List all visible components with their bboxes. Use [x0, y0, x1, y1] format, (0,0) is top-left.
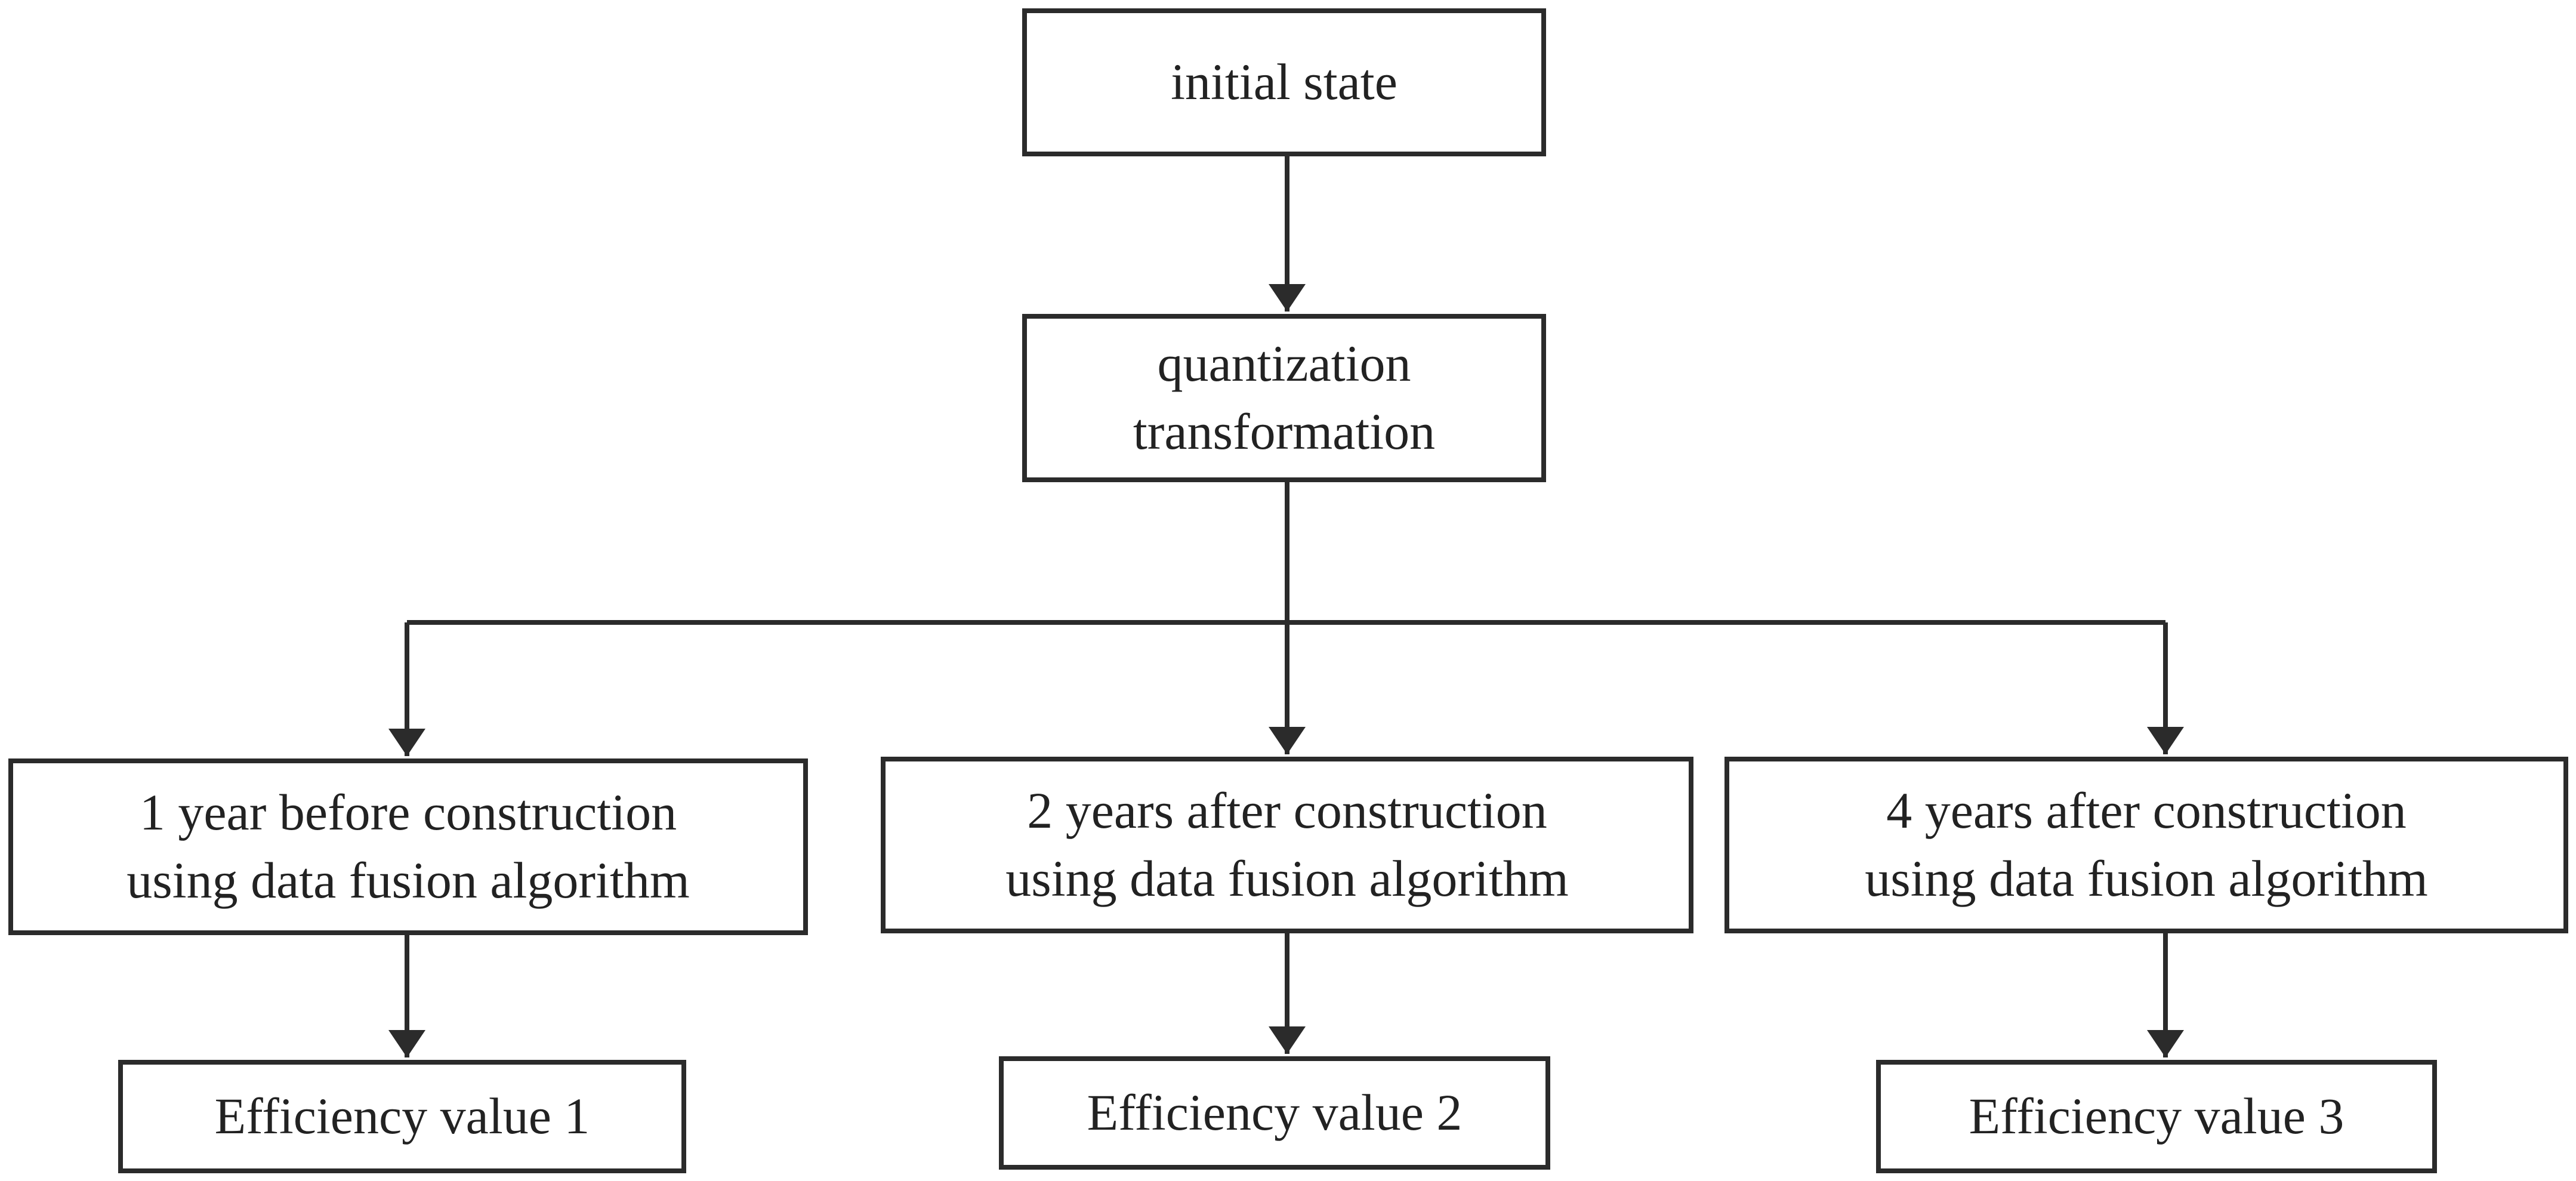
quantization-label-line-2: transformation	[1133, 403, 1436, 460]
efficiency-value-node-3: Efficiency value 3	[1876, 1060, 2437, 1173]
efficiency-value-1-label: Efficiency value 1	[214, 1087, 590, 1145]
branch-2-label-line-2: using data fusion algorithm	[1005, 850, 1569, 907]
branch-node-3: 4 years after construction using data fu…	[1724, 757, 2568, 933]
branch-3-label-line-1: 4 years after construction	[1886, 782, 2407, 840]
branch-1-label-line-2: using data fusion algorithm	[127, 852, 690, 909]
quantization-label: quantization transformation	[1133, 330, 1435, 465]
branch-2-label-line-1: 2 years after construction	[1027, 782, 1547, 840]
quantization-label-line-1: quantization	[1157, 335, 1411, 393]
branch-2-label: 2 years after construction using data fu…	[1005, 777, 1568, 912]
branch-1-label: 1 year before construction using data fu…	[127, 779, 689, 914]
efficiency-value-node-1: Efficiency value 1	[118, 1060, 686, 1173]
efficiency-value-node-2: Efficiency value 2	[999, 1056, 1550, 1170]
branch-1-label-line-1: 1 year before construction	[139, 784, 677, 841]
branch-3-label-line-2: using data fusion algorithm	[1865, 850, 2428, 907]
branch-node-1: 1 year before construction using data fu…	[8, 758, 808, 935]
efficiency-value-2-label: Efficiency value 2	[1087, 1084, 1463, 1142]
initial-state-node: initial state	[1022, 8, 1546, 156]
quantization-transformation-node: quantization transformation	[1022, 314, 1546, 482]
branch-3-label: 4 years after construction using data fu…	[1865, 777, 2427, 912]
initial-state-label: initial state	[1171, 53, 1397, 111]
efficiency-value-3-label: Efficiency value 3	[1969, 1087, 2344, 1145]
branch-node-2: 2 years after construction using data fu…	[881, 757, 1693, 933]
